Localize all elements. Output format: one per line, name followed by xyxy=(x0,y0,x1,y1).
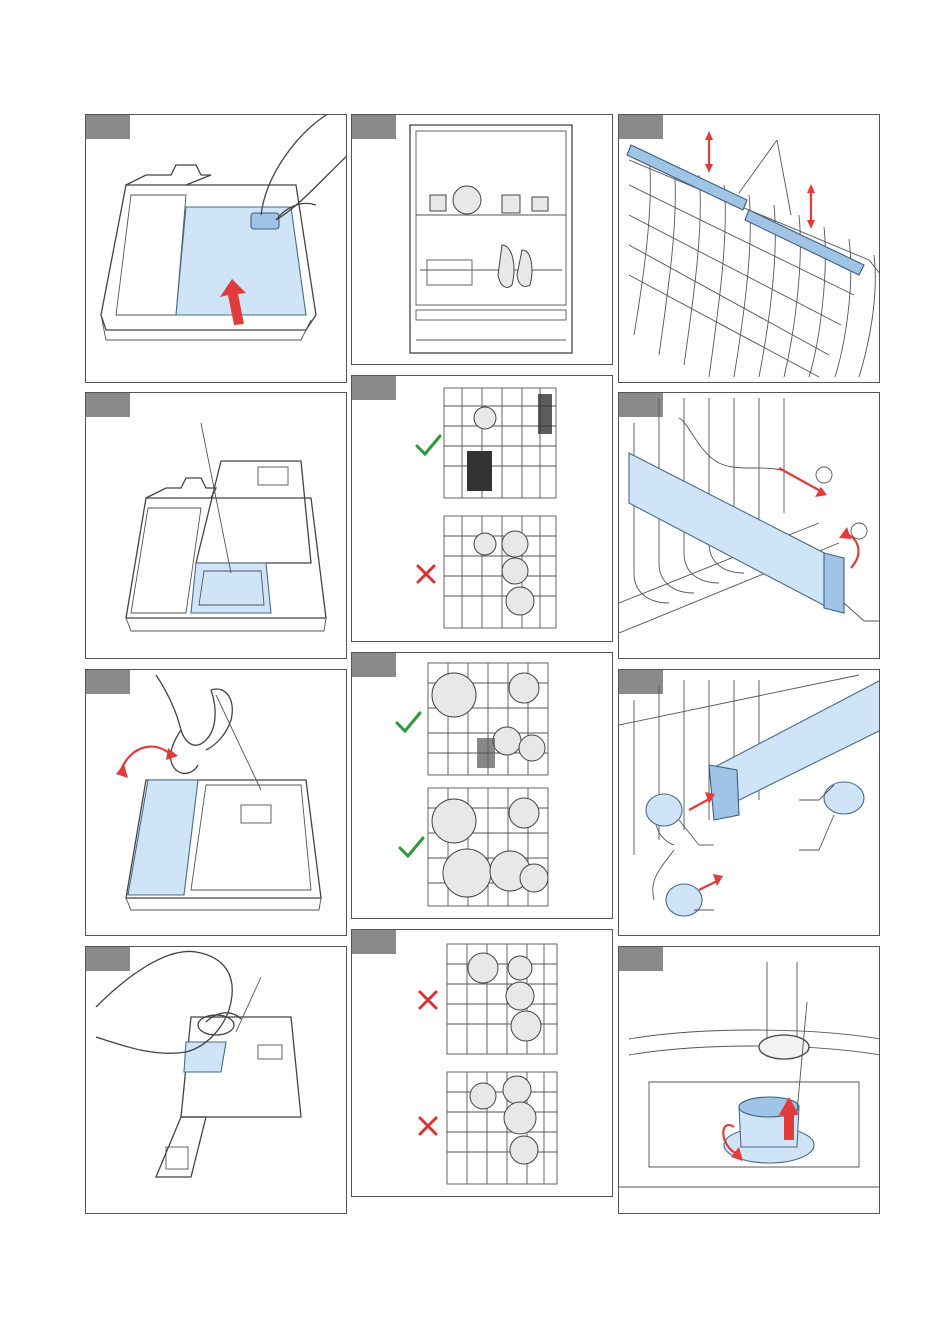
panel-a2-detergent-compartment xyxy=(85,392,347,659)
panel-a4-rinse-aid-filling xyxy=(85,946,347,1214)
correct-mark xyxy=(417,436,440,454)
illustration-lid-folding xyxy=(86,670,347,936)
panel-b4-loading-incorrect xyxy=(351,929,613,1197)
panel-c4-filter-removal xyxy=(618,946,880,1214)
incorrect-mark xyxy=(418,566,434,582)
illustration-filter-removal xyxy=(619,947,880,1214)
illustration-rinse-aid-lid xyxy=(86,115,347,383)
illustration-loading-incorrect xyxy=(352,930,613,1197)
panel-b2-basket-cutlery xyxy=(351,375,613,642)
illustration-spray-arm-removal xyxy=(619,393,880,659)
illustration-spray-arm-attachment xyxy=(619,670,880,936)
panel-c1-upper-basket xyxy=(618,114,880,383)
panel-c3-spray-arm-attachment xyxy=(618,669,880,936)
illustration-detergent-compartment xyxy=(86,393,347,659)
correct-mark-2 xyxy=(400,838,423,856)
panel-c2-spray-arm-removal xyxy=(618,392,880,659)
panel-b3-loading-correct xyxy=(351,652,613,919)
panel-b1-dishwasher-front xyxy=(351,114,613,365)
panel-a1-rinse-aid-lid xyxy=(85,114,347,383)
panel-a3-lid-folding xyxy=(85,669,347,936)
illustration-loading-correct xyxy=(352,653,613,919)
correct-mark xyxy=(397,713,420,731)
illustration-basket-cutlery xyxy=(352,376,613,642)
illustration-dishwasher xyxy=(352,115,613,365)
illustration-upper-basket xyxy=(619,115,880,383)
illustration-rinse-aid-filling xyxy=(86,947,347,1214)
incorrect-mark-2 xyxy=(420,1118,436,1134)
incorrect-mark xyxy=(420,992,436,1008)
